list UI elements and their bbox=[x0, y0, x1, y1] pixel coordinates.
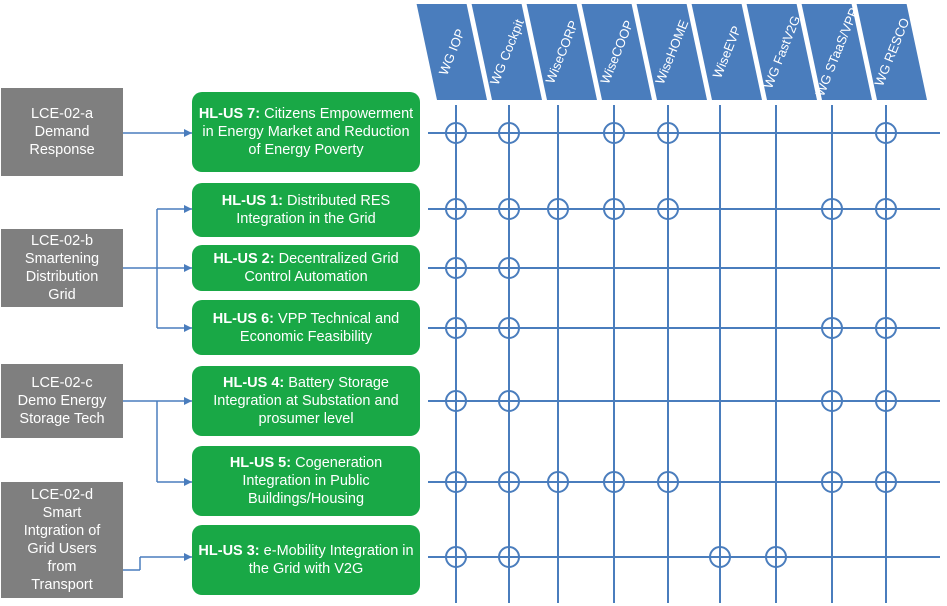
linkage-marker bbox=[547, 471, 569, 493]
linkage-marker bbox=[445, 257, 467, 279]
linkage-marker bbox=[498, 390, 520, 412]
arrowhead bbox=[184, 553, 192, 561]
linkage-marker bbox=[498, 317, 520, 339]
linkage-marker bbox=[445, 198, 467, 220]
wg-label: WG Cockpit bbox=[486, 17, 527, 87]
linkage-marker bbox=[498, 122, 520, 144]
use-case-title: VPP Technical and Economic Feasibility bbox=[239, 310, 400, 345]
lce-box-transport-integration: LCE-02-d Smart Intgration of Grid Users … bbox=[1, 482, 123, 598]
lce-line: Distribution bbox=[25, 269, 99, 285]
wg-label: WG IOP bbox=[435, 26, 468, 78]
linkage-marker bbox=[709, 546, 731, 568]
use-case-id: HL-US 7: bbox=[198, 106, 261, 122]
use-case-hl-us-7: HL-US 7: Citizens Empowerment in Energy … bbox=[192, 92, 420, 172]
lce-box-smartening-grid: LCE-02-b Smartening Distribution Grid bbox=[1, 229, 123, 307]
use-case-title: Decentralized Grid Control Automation bbox=[244, 251, 399, 285]
wg-label: WiseCOOP bbox=[597, 18, 637, 86]
wg-label: WG RESCO bbox=[871, 15, 913, 89]
lce-line: Smart bbox=[42, 505, 82, 521]
linkage-marker bbox=[875, 198, 897, 220]
arrowhead bbox=[184, 397, 192, 405]
linkage-marker bbox=[657, 198, 679, 220]
linkage-marker bbox=[875, 471, 897, 493]
use-case-hl-us-3: HL-US 3: e-Mobility Integration in the G… bbox=[192, 525, 420, 595]
linkage-marker bbox=[657, 122, 679, 144]
arrowhead bbox=[184, 129, 192, 137]
use-case-title: e-Mobility Integration in the Grid with … bbox=[248, 543, 414, 577]
use-case-id: HL-US 3: bbox=[198, 543, 260, 559]
use-case-title: Citizens Empowerment in Energy Market an… bbox=[202, 106, 414, 158]
lce-line: Grid bbox=[48, 287, 76, 303]
lce-line: Storage Tech bbox=[19, 411, 105, 427]
wg-label: WG STaaS/VPP bbox=[812, 5, 862, 99]
arrowhead bbox=[184, 324, 192, 332]
lce-line: Demo Energy bbox=[17, 393, 107, 409]
linkage-marker bbox=[765, 546, 787, 568]
linkage-marker bbox=[498, 198, 520, 220]
linkage-marker bbox=[657, 471, 679, 493]
linkage-marker bbox=[445, 122, 467, 144]
linkage-marker bbox=[603, 198, 625, 220]
wg-label: WiseHOME bbox=[652, 17, 692, 87]
linkage-marker bbox=[821, 471, 843, 493]
linkage-marker bbox=[821, 317, 843, 339]
linkage-marker bbox=[875, 317, 897, 339]
lce-box-demand-response: LCE-02-a Demand Response bbox=[1, 88, 123, 176]
use-case-id: HL-US 2: bbox=[213, 251, 275, 267]
linkage-marker bbox=[547, 198, 569, 220]
use-case-hl-us-5: HL-US 5: Cogeneration Integration in Pub… bbox=[192, 446, 420, 516]
lce-line: LCE-02-c bbox=[31, 375, 93, 391]
use-case-hl-us-2: HL-US 2: Decentralized Grid Control Auto… bbox=[192, 245, 420, 291]
use-case-id: HL-US 5: bbox=[229, 455, 292, 471]
lce-line: Response bbox=[29, 142, 95, 158]
lce-line: LCE-02-a bbox=[30, 106, 94, 122]
wg-label: WiseCORP bbox=[542, 18, 582, 86]
lce-line: from bbox=[47, 559, 77, 575]
lce-line: Demand bbox=[34, 124, 90, 140]
linkage-marker bbox=[821, 198, 843, 220]
linkage-marker bbox=[498, 546, 520, 568]
arrowhead bbox=[184, 478, 192, 486]
lce-line: Transport bbox=[31, 577, 93, 593]
use-case-hl-us-1: HL-US 1: Distributed RES Integration in … bbox=[192, 183, 420, 237]
use-case-title: Battery Storage Integration at Substatio… bbox=[213, 375, 399, 427]
lce-box-energy-storage: LCE-02-c Demo Energy Storage Tech bbox=[1, 364, 123, 438]
arrowhead bbox=[184, 264, 192, 272]
use-case-id: HL-US 1: bbox=[221, 193, 284, 209]
use-case-title: Distributed RES Integration in the Grid bbox=[236, 193, 391, 227]
use-case-id: HL-US 4: bbox=[222, 375, 285, 391]
linkage-marker bbox=[445, 317, 467, 339]
linkage-marker bbox=[875, 390, 897, 412]
linkage-marker bbox=[445, 546, 467, 568]
lce-line: Intgration of bbox=[23, 523, 101, 539]
linkage-marker bbox=[445, 390, 467, 412]
use-case-title: Cogeneration Integration in Public Build… bbox=[242, 455, 383, 507]
use-case-id: HL-US 6: bbox=[212, 310, 274, 327]
linkage-marker bbox=[498, 257, 520, 279]
arrowhead bbox=[184, 205, 192, 213]
linkage-marker bbox=[875, 122, 897, 144]
linkage-marker bbox=[821, 390, 843, 412]
wg-label: WiseEVP bbox=[709, 23, 745, 81]
linkage-marker bbox=[445, 471, 467, 493]
lce-line: LCE-02-d bbox=[30, 487, 94, 503]
lce-line: Smartening bbox=[24, 251, 100, 267]
wg-label: WG FastV2G bbox=[760, 13, 804, 91]
use-case-hl-us-4: HL-US 4: Battery Storage Integration at … bbox=[192, 366, 420, 436]
lce-line: Grid Users bbox=[27, 541, 97, 557]
linkage-marker bbox=[603, 122, 625, 144]
lce-line: LCE-02-b bbox=[30, 233, 94, 249]
linkage-marker bbox=[498, 471, 520, 493]
linkage-marker bbox=[603, 471, 625, 493]
use-case-hl-us-6: HL-US 6: VPP Technical and Economic Feas… bbox=[192, 300, 420, 355]
